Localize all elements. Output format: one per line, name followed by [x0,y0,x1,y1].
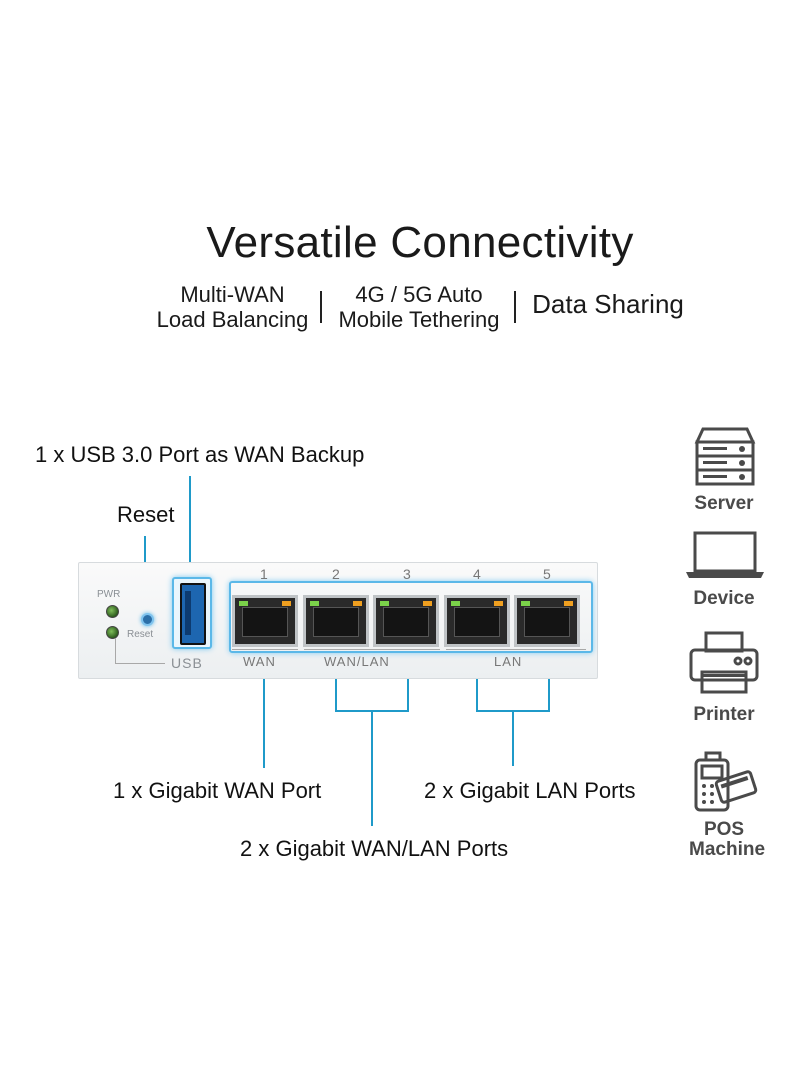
usb-label: USB [171,655,203,671]
port-number: 4 [473,566,481,582]
group-label-wanlan: WAN/LAN [324,654,390,669]
server-icon [694,427,756,486]
callout-wanlan: 2 x Gigabit WAN/LAN Ports [240,836,509,861]
reset-button[interactable] [141,613,154,626]
port-number: 2 [332,566,340,582]
client-label-printer: Printer [693,704,755,725]
reset-label: Reset [127,629,154,640]
usb-port[interactable] [172,577,212,649]
pwr-led [106,605,119,618]
lan-callout-line [512,710,514,766]
wan-callout-line [263,618,265,768]
feature-mobile-tethering: 4G / 5G Auto Mobile Tethering [338,282,500,332]
feature-divider [514,291,516,323]
port-number: 3 [403,566,411,582]
printer-icon [689,631,759,694]
port-number: 5 [543,566,551,582]
router-front-panel: PWR Reset USB 1 2 3 4 5 WAN WAN/LAN LAN [78,562,598,679]
callout-lan: 2 x Gigabit LAN Ports [424,778,636,803]
client-label-pos: POS Machine [689,819,766,860]
feature-multi-wan: Multi-WAN Load Balancing [156,282,309,332]
ethernet-port-4[interactable] [444,595,510,647]
ethernet-port-3[interactable] [373,595,439,647]
port-number: 1 [260,566,268,582]
page-title: Versatile Connectivity [206,218,634,267]
client-label-device: Device [693,588,755,609]
ethernet-port-5[interactable] [514,595,580,647]
pwr-label: PWR [97,589,121,600]
feature-divider [320,291,322,323]
status-led [106,626,119,639]
callout-wan: 1 x Gigabit WAN Port [113,778,322,803]
ethernet-port-1[interactable] [232,595,298,647]
ethernet-port-group [229,581,593,653]
callout-reset: Reset [117,502,175,527]
group-label-wan: WAN [243,654,276,669]
feature-data-sharing: Data Sharing [532,289,684,319]
group-label-lan: LAN [494,654,523,669]
laptop-icon [686,531,764,578]
wanlan-callout-line [371,710,373,826]
client-label-server: Server [694,493,754,514]
pos-terminal-icon [694,751,758,812]
ethernet-port-2[interactable] [303,595,369,647]
usb-callout-line [189,476,191,578]
callout-usb: 1 x USB 3.0 Port as WAN Backup [35,442,365,467]
